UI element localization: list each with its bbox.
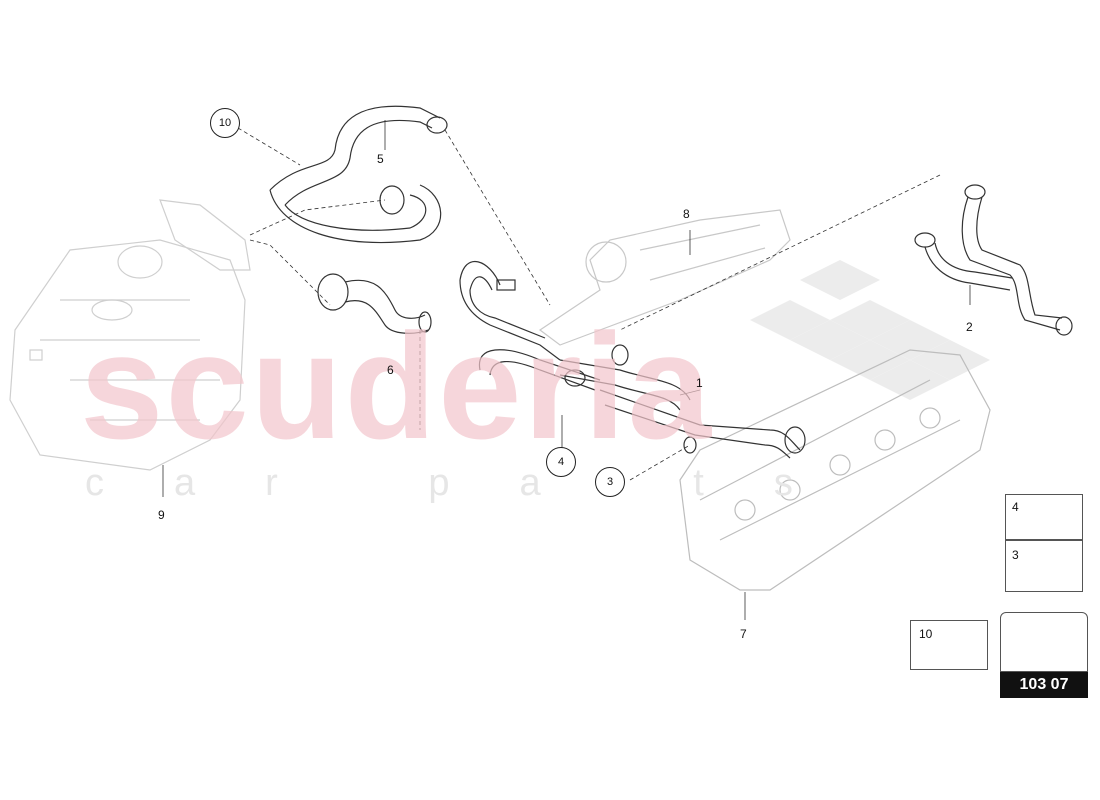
callout-6[interactable]: 6 — [387, 363, 394, 377]
callout-9[interactable]: 9 — [158, 508, 165, 522]
inset-box-3[interactable]: 3 — [1005, 540, 1083, 592]
inset-label-3: 3 — [1012, 548, 1019, 562]
manifold-outline — [538, 209, 791, 346]
solid-leaders — [162, 120, 971, 620]
checker-flag-watermark — [750, 260, 990, 400]
callout-1[interactable]: 1 — [696, 376, 703, 390]
callout-circle-3[interactable]: 3 — [595, 467, 625, 497]
next-page-box[interactable] — [1000, 612, 1088, 672]
callout-2[interactable]: 2 — [966, 320, 973, 334]
watermark-sub: car parts — [85, 462, 863, 504]
valve-cover-outline — [679, 349, 991, 591]
page-reference-badge[interactable]: 103 07 — [1000, 672, 1088, 698]
hose-5 — [269, 105, 448, 244]
callout-5[interactable]: 5 — [377, 152, 384, 166]
leader-lines — [237, 127, 941, 481]
callout-circle-10[interactable]: 10 — [210, 108, 240, 138]
watermark-main: scuderia — [80, 302, 713, 470]
inset-box-10[interactable]: 10 — [910, 620, 988, 670]
hose-1 — [459, 261, 806, 459]
inset-box-4[interactable]: 4 — [1005, 494, 1083, 540]
inset-label-4: 4 — [1012, 500, 1019, 514]
tank-outline — [9, 199, 251, 471]
inset-label-10: 10 — [919, 627, 933, 641]
callout-circle-4[interactable]: 4 — [546, 447, 576, 477]
callout-8[interactable]: 8 — [683, 207, 690, 221]
hose-2 — [914, 184, 1073, 336]
callout-7[interactable]: 7 — [740, 627, 747, 641]
hose-6 — [317, 273, 432, 334]
